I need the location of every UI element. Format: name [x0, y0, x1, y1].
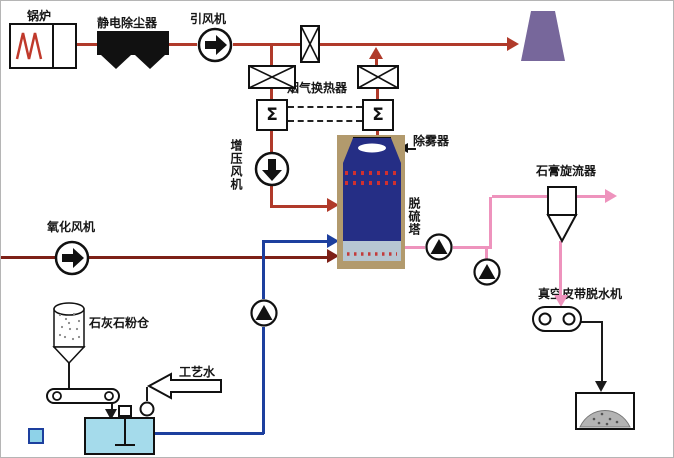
- silo-drop-line: [68, 363, 70, 389]
- fgd-tower-icon: [337, 135, 405, 269]
- boiler-coil: [15, 32, 43, 60]
- gypsum-pile-icon: [575, 392, 635, 430]
- flue-line-esp-fan: [169, 43, 197, 46]
- water-valve-icon: [139, 401, 155, 417]
- gypsum-line-2: [453, 246, 492, 249]
- gypsum-cyclone-icon: [546, 186, 578, 244]
- cyclone-overflow: [576, 195, 605, 198]
- demister-pointer-line: [408, 148, 416, 150]
- oxidation-fan-icon: [54, 240, 90, 276]
- oxidation-arrow: [327, 249, 339, 263]
- gas-heater-label: 烟气换热器: [287, 81, 348, 95]
- flue-line-boiler-esp: [77, 43, 97, 46]
- damper-icon: [248, 65, 296, 89]
- merge-up-arrow: [369, 47, 383, 59]
- gypsum-pump2-stub: [485, 247, 488, 259]
- belt-out-line: [579, 321, 603, 323]
- slurry-riser-lower: [262, 327, 265, 434]
- flue-hx2-damper: [376, 89, 379, 99]
- process-water-arrow-icon: [146, 372, 222, 400]
- gypsum-drop-line: [601, 321, 603, 381]
- slurry-riser-upper: [262, 240, 265, 299]
- heat-exchanger-icon: Σ: [256, 99, 288, 131]
- recycle-pump-icon: [425, 233, 453, 261]
- flue-booster-down: [270, 186, 273, 208]
- vacuum-belt-icon: [532, 306, 582, 332]
- oxidation-fan-label: 氧化风机: [47, 220, 96, 234]
- conveyor-drop-line: [111, 403, 113, 411]
- drain-box-icon: [28, 428, 44, 444]
- fgd-tower-label: 脱硫塔: [407, 197, 421, 236]
- gypsum-riser: [489, 197, 492, 249]
- cyclone-underflow: [559, 241, 562, 295]
- tank-feed-arrow: [105, 409, 117, 420]
- tower-inlet-arrow: [327, 198, 339, 212]
- limestone-silo-icon: [52, 302, 86, 365]
- gypsum-cyclone-label: 石膏旋流器: [536, 164, 597, 178]
- gypsum-line-1: [401, 246, 425, 249]
- water-drop-line: [146, 387, 148, 401]
- flue-line-to-stack: [320, 43, 507, 46]
- esp-icon: [97, 31, 169, 69]
- gypsum-pump-icon: [473, 258, 501, 286]
- flue-damper-up: [375, 59, 378, 65]
- feeder-conveyor-icon: [46, 388, 120, 404]
- heat-exchanger-glyph: Σ: [372, 105, 384, 125]
- stack-icon: [521, 11, 565, 61]
- limestone-silo-label: 石灰石粉仓: [89, 316, 150, 330]
- heat-exchanger-glyph: Σ: [266, 105, 278, 125]
- vacuum-belt-label: 真空皮带脱水机: [538, 287, 623, 301]
- booster-fan-icon: [254, 151, 290, 187]
- process-water-label: 工艺水: [179, 365, 216, 379]
- flue-damper-hx1: [270, 89, 273, 99]
- oxidation-line-left: [1, 256, 55, 259]
- flue-line-fan-damper: [233, 43, 300, 46]
- underflow-arrow: [554, 295, 568, 307]
- demister-icon: [358, 143, 386, 153]
- damper-icon: [300, 25, 320, 63]
- slurry-tank-icon: [84, 417, 155, 455]
- esp-label: 静电除尘器: [97, 16, 158, 30]
- boiler-label: 锅炉: [27, 9, 52, 23]
- hx-coupling-dash-top: [288, 106, 362, 108]
- stack-arrow: [507, 37, 519, 51]
- demister-label: 除雾器: [413, 134, 450, 148]
- tower-sump: [343, 241, 401, 261]
- overflow-arrow: [605, 189, 617, 203]
- booster-fan-label: 增压风机: [229, 139, 243, 191]
- slurry-pump-icon: [250, 299, 278, 327]
- flue-into-tower: [270, 205, 327, 208]
- gypsum-pile-arrow: [595, 381, 607, 392]
- slurry-to-tower: [262, 240, 327, 243]
- id-fan-label: 引风机: [190, 12, 227, 26]
- flue-hx1-booster: [270, 131, 273, 152]
- heat-exchanger-icon: Σ: [362, 99, 394, 131]
- id-fan-icon: [197, 27, 233, 63]
- damper-icon: [357, 65, 399, 89]
- agitator-motor-icon: [118, 405, 132, 417]
- hx-coupling-dash-bottom: [288, 120, 362, 122]
- slurry-line-tank: [154, 432, 264, 435]
- flue-branch-down: [270, 43, 273, 65]
- boiler-icon: [9, 23, 77, 69]
- slurry-inlet-arrow: [327, 234, 339, 248]
- gypsum-to-cyclone: [492, 195, 548, 198]
- oxidation-line-right: [89, 256, 327, 259]
